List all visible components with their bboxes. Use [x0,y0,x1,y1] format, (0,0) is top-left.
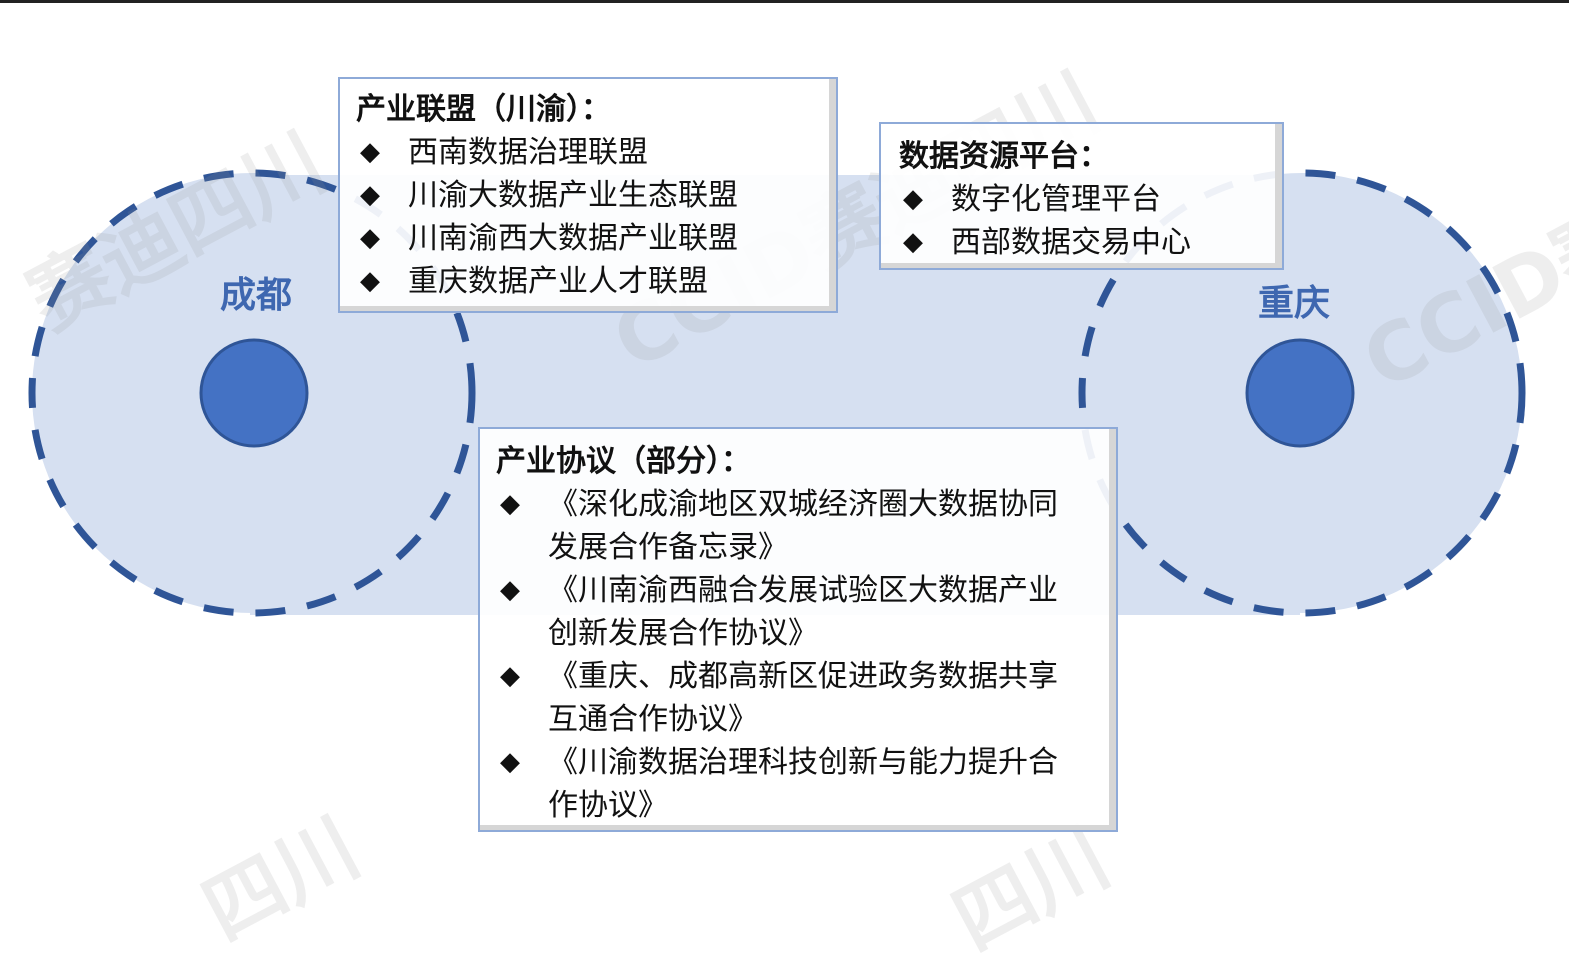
list-item: ◆《深化成渝地区双城经济圈大数据协同发展合作备忘录》 [496,483,1086,569]
list-item: ◆重庆数据产业人才联盟 [356,260,820,303]
chengdu-label: 成都 [220,275,293,316]
list-item: ◆川渝大数据产业生态联盟 [356,174,820,217]
list-item: ◆《川渝数据治理科技创新与能力提升合作协议》 [496,741,1086,827]
diamond-bullet-icon: ◆ [500,489,520,519]
list-item: ◆西南数据治理联盟 [356,131,820,174]
chengdu-dot [199,338,309,448]
chongqing-dot [1245,338,1355,448]
alliances-title: 产业联盟（川渝）： [356,92,611,127]
alliances-box: 产业联盟（川渝）： ◆西南数据治理联盟 ◆川渝大数据产业生态联盟 ◆川南渝西大数… [338,77,838,313]
diamond-bullet-icon: ◆ [500,747,520,777]
agreements-box: 产业协议（部分）： ◆《深化成渝地区双城经济圈大数据协同发展合作备忘录》 ◆《川… [478,427,1118,832]
list-item: ◆数字化管理平台 [899,178,1266,221]
list-item: ◆《川南渝西融合发展试验区大数据产业创新发展合作协议》 [496,569,1086,655]
diamond-bullet-icon: ◆ [500,575,520,605]
alliances-list: ◆西南数据治理联盟 ◆川渝大数据产业生态联盟 ◆川南渝西大数据产业联盟 ◆重庆数… [356,131,820,303]
list-item: ◆《重庆、成都高新区促进政务数据共享互通合作协议》 [496,655,1086,741]
diamond-bullet-icon: ◆ [360,180,380,210]
platforms-box: 数据资源平台： ◆数字化管理平台 ◆西部数据交易中心 [879,122,1284,270]
chongqing-label: 重庆 [1258,283,1331,324]
list-item: ◆西部数据交易中心 [899,221,1266,264]
diamond-bullet-icon: ◆ [500,661,520,691]
platforms-title: 数据资源平台： [899,139,1109,174]
agreements-list: ◆《深化成渝地区双城经济圈大数据协同发展合作备忘录》 ◆《川南渝西融合发展试验区… [496,483,1086,827]
diamond-bullet-icon: ◆ [360,266,380,296]
platforms-list: ◆数字化管理平台 ◆西部数据交易中心 [899,178,1266,264]
list-item: ◆川南渝西大数据产业联盟 [356,217,820,260]
agreements-title: 产业协议（部分）： [496,444,751,479]
diamond-bullet-icon: ◆ [903,184,923,214]
top-border-line [0,0,1569,3]
diamond-bullet-icon: ◆ [903,227,923,257]
diamond-bullet-icon: ◆ [360,137,380,167]
diamond-bullet-icon: ◆ [360,223,380,253]
